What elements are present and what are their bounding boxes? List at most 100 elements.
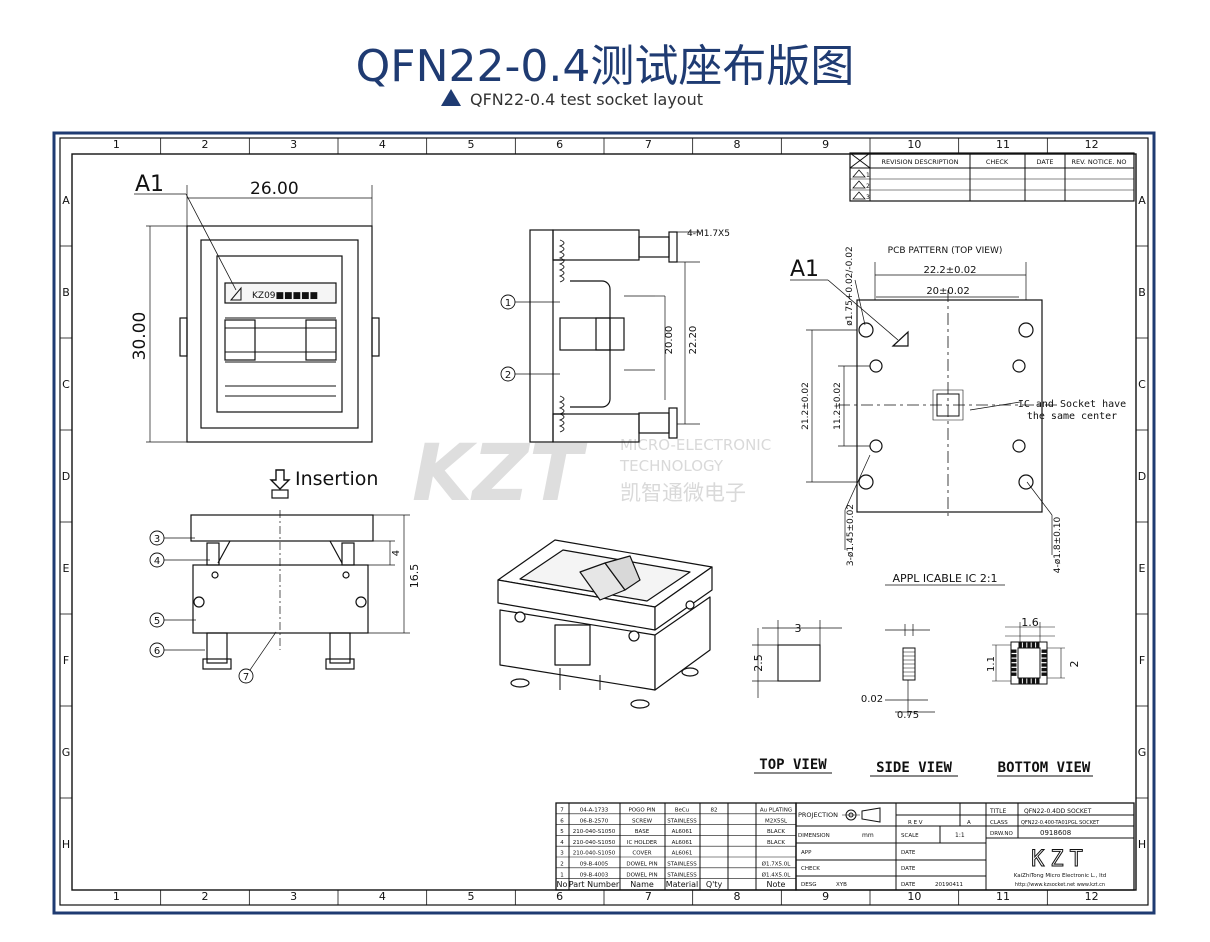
- tb-projection: PROJECTION: [798, 811, 838, 819]
- bom-header-name: Name: [630, 880, 654, 889]
- revision-table: REVISION DESCRIPTION CHECK DATE REV. NOT…: [849, 152, 1135, 202]
- bom-cell-name: DOWEL PIN: [626, 872, 657, 878]
- bom-cell-name: BASE: [635, 829, 650, 835]
- tb-date-label-2: DATE: [901, 866, 916, 872]
- zone-col-bottom-4: 4: [379, 890, 386, 903]
- ic-pad: [1022, 642, 1027, 648]
- watermark-line2: TECHNOLOGY: [619, 457, 724, 475]
- side-view-screw: 4-M1.7X5: [687, 229, 730, 239]
- tb-designer: XYB: [836, 882, 847, 888]
- ic-d2: 2: [1068, 661, 1081, 668]
- page-subtitle: QFN22-0.4 test socket layout: [470, 90, 703, 109]
- side-view-dim2: 22.20: [688, 326, 699, 355]
- ic-pad: [1018, 678, 1022, 684]
- front-balloon-6: 6: [154, 646, 160, 657]
- tb-company: KaiZhiTong Micro Electronic L., ltd: [1014, 873, 1107, 879]
- side-view-balloon-2: 2: [505, 370, 511, 381]
- ic-pad: [1011, 654, 1017, 658]
- bom-cell-part: 04-A-1733: [580, 808, 609, 814]
- pcb-dim-h11: 11.2±0.02: [833, 382, 843, 430]
- zone-col-bottom-11: 11: [996, 890, 1010, 903]
- zone-col-top-6: 6: [556, 138, 563, 151]
- ic-pad: [1041, 654, 1047, 658]
- watermark-line1: MICRO-ELECTRONIC: [620, 436, 771, 454]
- watermark-logo: KZT: [412, 429, 588, 519]
- ic-pad: [1041, 667, 1047, 672]
- ic-pad: [1011, 672, 1017, 676]
- ic-d075: 0.75: [897, 710, 919, 721]
- socket-top-view: [134, 185, 380, 443]
- zone-col-top-3: 3: [290, 138, 297, 151]
- ic-pad: [1027, 678, 1031, 684]
- ic-height: 2.5: [752, 654, 765, 672]
- bom-cell-mat: STAINLESS: [667, 862, 697, 868]
- tb-dwg-label: DRW.NO: [990, 831, 1014, 837]
- side-view-balloon-1: 1: [505, 298, 511, 309]
- zone-row-left-E: E: [63, 562, 70, 575]
- bom-cell-part: 210-040-S1050: [573, 851, 616, 857]
- bom-cell-no: 2: [560, 862, 564, 868]
- tb-scale: 1:1: [955, 832, 965, 839]
- ic-bottom-view: [992, 622, 1065, 685]
- rev-row-markers: 1 2 3: [852, 169, 870, 201]
- bom-cell-note: Ø1.4X5.0L: [762, 871, 792, 878]
- bom-cell-part: 210-040-S1050: [573, 829, 616, 835]
- pcb-dim-h21: 21.2±0.02: [801, 382, 811, 430]
- bom-cell-mat: STAINLESS: [667, 818, 697, 824]
- bom-header-note: Note: [767, 880, 786, 889]
- ic-pad: [1041, 649, 1047, 653]
- ic-d002: 0.02: [861, 694, 883, 705]
- bom-cell-name: IC HOLDER: [627, 840, 657, 846]
- tb-rev: A: [967, 820, 971, 826]
- socket-side-view: [500, 229, 700, 443]
- zone-col-top-7: 7: [645, 138, 652, 151]
- bom-cell-no: 3: [560, 851, 564, 857]
- pcb-pattern: [790, 262, 1060, 555]
- zone-col-top-8: 8: [734, 138, 741, 151]
- tb-date-label-1: DATE: [901, 850, 916, 856]
- zone-col-top-5: 5: [468, 138, 475, 151]
- sheet-outer-frame: [52, 131, 1156, 915]
- zone-col-top-2: 2: [202, 138, 209, 151]
- bom-cell-mat: AL6061: [672, 829, 693, 835]
- side-view-dim1: 20.00: [664, 326, 675, 355]
- tb-scale-label: SCALE: [901, 833, 919, 839]
- bom-cell-note: BLACK: [767, 840, 785, 846]
- view-label-bottom: BOTTOM VIEW: [998, 760, 1091, 776]
- front-view-height: 16.5: [408, 564, 421, 589]
- tb-title: QFN22-0.4DD SOCKET: [1024, 808, 1092, 815]
- tb-dwg: 0918608: [1040, 829, 1071, 837]
- tb-dim-unit: mm: [862, 832, 874, 839]
- zone-col-bottom-9: 9: [822, 890, 829, 903]
- bom-cell-part: 210-040-S1050: [573, 840, 616, 846]
- zone-row-right-F: F: [1139, 654, 1145, 667]
- rev-header-desc: REVISION DESCRIPTION: [881, 158, 958, 166]
- bom-cell-mat: BeCu: [675, 808, 689, 814]
- bom-cell-no: 7: [560, 808, 564, 814]
- tb-logo: KZT: [1031, 847, 1089, 872]
- tb-class: QFN22-0.400-TA01PGL SOCKET: [1021, 820, 1100, 826]
- top-view-chip-mark: KZ09■■■■■: [252, 291, 318, 301]
- zone-row-left-F: F: [63, 654, 69, 667]
- bom-cell-qty: 82: [711, 808, 718, 814]
- bom-cell-note: M2X5SL: [765, 818, 788, 824]
- front-balloon-3: 3: [154, 534, 160, 545]
- tb-title-label: TITLE: [989, 808, 1006, 815]
- tb-app: APP: [801, 850, 812, 856]
- pcb-a1: A1: [790, 257, 819, 282]
- title-block: [795, 802, 1135, 891]
- socket-isometric-view: [497, 539, 713, 709]
- top-view-width: 26.00: [250, 179, 299, 199]
- rev-header-notice: REV. NOTICE. NO: [1072, 158, 1127, 166]
- pcb-dim-20: 20±0.02: [926, 286, 969, 297]
- watermark: KZT MICRO-ELECTRONIC TECHNOLOGY 凯智通微电子: [412, 429, 771, 519]
- zone-row-left-D: D: [62, 470, 70, 483]
- insertion-arrow-icon: [269, 469, 291, 490]
- zone-row-right-G: G: [1138, 746, 1147, 759]
- zone-row-left-A: A: [62, 194, 70, 207]
- ic-pad: [1027, 642, 1031, 648]
- rev-row-1: 1: [866, 172, 870, 179]
- zone-row-right-E: E: [1139, 562, 1146, 575]
- ic-pad: [1036, 642, 1040, 648]
